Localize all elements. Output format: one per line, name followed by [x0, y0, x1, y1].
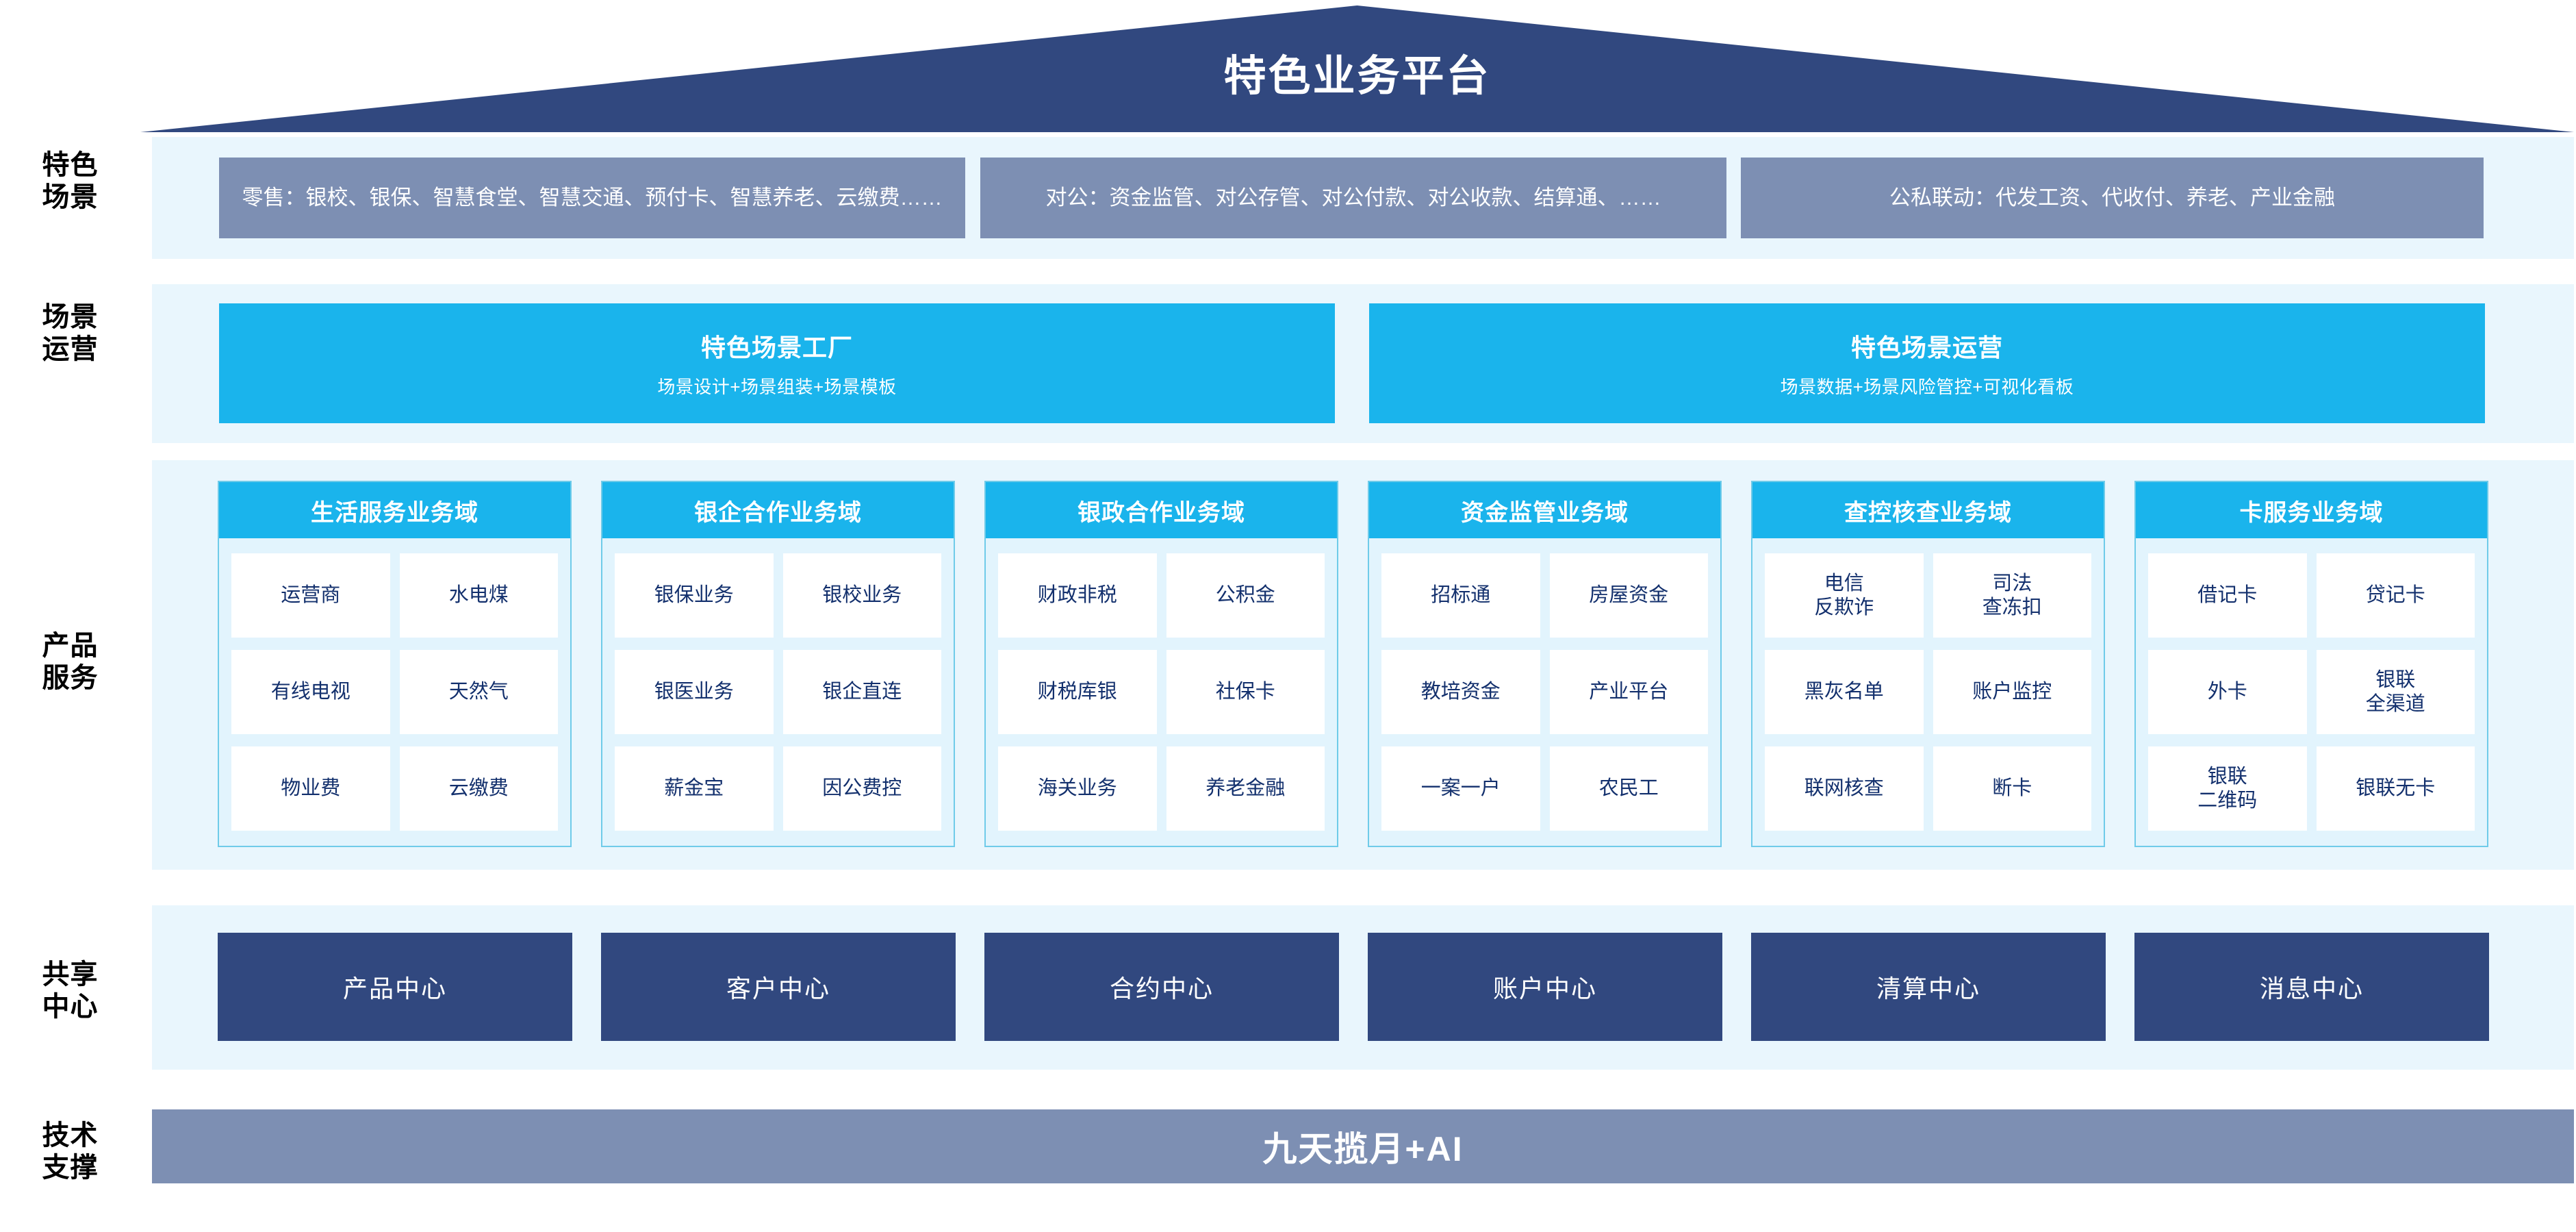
shared-center-customer[interactable]: 客户中心: [601, 933, 956, 1041]
domain-item[interactable]: 银医业务: [615, 650, 774, 734]
domain-title: 生活服务业务域: [219, 482, 570, 538]
domain-item[interactable]: 银联 全渠道: [2316, 650, 2475, 734]
domain-item[interactable]: 银联无卡: [2316, 746, 2475, 831]
domain-item[interactable]: 一案一户: [1381, 746, 1540, 831]
domain-item[interactable]: 黑灰名单: [1765, 650, 1924, 734]
domain-item[interactable]: 房屋资金: [1549, 553, 1708, 638]
domain-item[interactable]: 司法 查冻扣: [1933, 553, 2091, 638]
row-label-shared-centers: 共享 中心: [42, 959, 99, 1022]
tech-support-bar[interactable]: 九天揽月+AI: [152, 1109, 2574, 1183]
domain-item[interactable]: 运营商: [231, 553, 390, 638]
row-label-tech-support: 技术 支撑: [42, 1120, 99, 1183]
domain-card-life-service[interactable]: 生活服务业务域 运营商 水电煤 有线电视 天然气 物业费 云缴费: [218, 481, 572, 847]
domain-card-fund-supervision[interactable]: 资金监管业务域 招标通 房屋资金 教培资金 产业平台 一案一户 农民工: [1368, 481, 1722, 847]
operations-title: 特色场景运营: [1850, 334, 2003, 362]
domain-card-bank-enterprise[interactable]: 银企合作业务域 银保业务 银校业务 银医业务 银企直连 薪金宝 因公费控: [601, 481, 955, 847]
domain-title: 查控核查业务域: [1752, 482, 2104, 538]
domain-item[interactable]: 海关业务: [998, 746, 1157, 831]
domain-card-bank-government[interactable]: 银政合作业务域 财政非税 公积金 财税库银 社保卡 海关业务 养老金融: [984, 481, 1338, 847]
domain-item-grid: 招标通 房屋资金 教培资金 产业平台 一案一户 农民工: [1369, 538, 1720, 846]
domain-item[interactable]: 银联 二维码: [2148, 746, 2307, 831]
domain-item[interactable]: 云缴费: [399, 746, 558, 831]
operations-box-scene-factory[interactable]: 特色场景工厂 场景设计+场景组装+场景模板: [219, 303, 1335, 423]
domain-card-card-service[interactable]: 卡服务业务域 借记卡 贷记卡 外卡 银联 全渠道 银联 二维码 银联无卡: [2134, 481, 2488, 847]
scenario-box-corporate[interactable]: 对公：资金监管、对公存管、对公付款、对公收款、结算通、……: [980, 158, 1726, 238]
row-label-operations: 场景 运营: [42, 302, 99, 365]
domain-item[interactable]: 因公费控: [782, 746, 941, 831]
domain-item[interactable]: 物业费: [231, 746, 390, 831]
domain-card-investigation[interactable]: 查控核查业务域 电信 反欺诈 司法 查冻扣 黑灰名单 账户监控 联网核查 断卡: [1751, 481, 2105, 847]
domain-item[interactable]: 银企直连: [782, 650, 941, 734]
domain-item[interactable]: 社保卡: [1166, 650, 1325, 734]
domain-item[interactable]: 招标通: [1381, 553, 1540, 638]
domain-item[interactable]: 断卡: [1933, 746, 2091, 831]
domain-item[interactable]: 薪金宝: [615, 746, 774, 831]
domain-item-grid: 借记卡 贷记卡 外卡 银联 全渠道 银联 二维码 银联无卡: [2136, 538, 2487, 846]
domain-item[interactable]: 产业平台: [1549, 650, 1708, 734]
domain-item[interactable]: 贷记卡: [2316, 553, 2475, 638]
domain-item-grid: 财政非税 公积金 财税库银 社保卡 海关业务 养老金融: [986, 538, 1337, 846]
domain-item[interactable]: 借记卡: [2148, 553, 2307, 638]
domain-item[interactable]: 公积金: [1166, 553, 1325, 638]
domain-item[interactable]: 养老金融: [1166, 746, 1325, 831]
domain-item[interactable]: 账户监控: [1933, 650, 2091, 734]
shared-center-settlement[interactable]: 清算中心: [1751, 933, 2106, 1041]
domain-item[interactable]: 联网核查: [1765, 746, 1924, 831]
shared-center-contract[interactable]: 合约中心: [984, 933, 1339, 1041]
domain-title: 银政合作业务域: [986, 482, 1337, 538]
domain-item[interactable]: 水电煤: [399, 553, 558, 638]
row-label-scenarios: 特色 场景: [42, 150, 99, 213]
operations-subtitle: 场景设计+场景组装+场景模板: [657, 377, 897, 397]
shared-center-account[interactable]: 账户中心: [1368, 933, 1722, 1041]
domain-item[interactable]: 天然气: [399, 650, 558, 734]
row-label-products: 产品 服务: [42, 631, 99, 694]
domain-item[interactable]: 电信 反欺诈: [1765, 553, 1924, 638]
domain-item[interactable]: 农民工: [1549, 746, 1708, 831]
shared-center-product[interactable]: 产品中心: [218, 933, 572, 1041]
domain-item[interactable]: 银保业务: [615, 553, 774, 638]
scenario-box-retail[interactable]: 零售：银校、银保、智慧食堂、智慧交通、预付卡、智慧养老、云缴费……: [219, 158, 965, 238]
domain-item[interactable]: 有线电视: [231, 650, 390, 734]
domain-title: 卡服务业务域: [2136, 482, 2487, 538]
page-title: 特色业务平台: [1223, 53, 1491, 100]
domain-title: 资金监管业务域: [1369, 482, 1720, 538]
domain-item[interactable]: 财税库银: [998, 650, 1157, 734]
domain-item[interactable]: 外卡: [2148, 650, 2307, 734]
domain-item-grid: 电信 反欺诈 司法 查冻扣 黑灰名单 账户监控 联网核查 断卡: [1752, 538, 2104, 846]
domain-item[interactable]: 教培资金: [1381, 650, 1540, 734]
domain-title: 银企合作业务域: [602, 482, 954, 538]
domain-item[interactable]: 银校业务: [782, 553, 941, 638]
operations-box-scene-operation[interactable]: 特色场景运营 场景数据+场景风险管控+可视化看板: [1369, 303, 2485, 423]
domain-item-grid: 运营商 水电煤 有线电视 天然气 物业费 云缴费: [219, 538, 570, 846]
shared-center-message[interactable]: 消息中心: [2134, 933, 2489, 1041]
operations-subtitle: 场景数据+场景风险管控+可视化看板: [1780, 377, 2074, 397]
scenario-box-public-private[interactable]: 公私联动：代发工资、代收付、养老、产业金融: [1741, 158, 2484, 238]
domain-item-grid: 银保业务 银校业务 银医业务 银企直连 薪金宝 因公费控: [602, 538, 954, 846]
operations-title: 特色场景工厂: [700, 334, 853, 362]
domain-item[interactable]: 财政非税: [998, 553, 1157, 638]
